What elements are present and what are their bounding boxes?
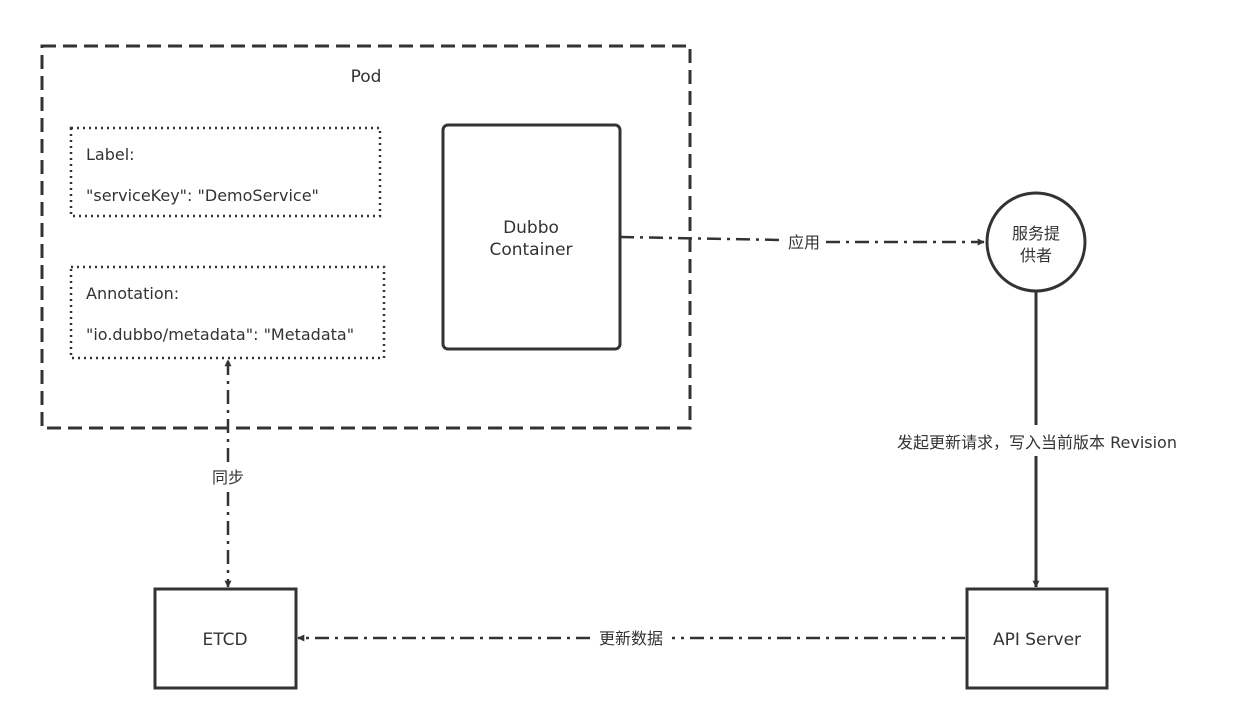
dubbo-container-label-line2: Container bbox=[489, 240, 572, 260]
dubbo-container-node: Dubbo Container bbox=[441, 123, 622, 351]
edge-apply-label: 应用 bbox=[788, 233, 820, 252]
edge-sync-label: 同步 bbox=[212, 468, 244, 487]
api-server-node: API Server bbox=[965, 587, 1109, 690]
api-server-box[interactable] bbox=[965, 587, 1109, 690]
etcd-label: ETCD bbox=[202, 630, 247, 650]
pod-group: Pod bbox=[40, 44, 692, 430]
edge-request-label: 发起更新请求，写入当前版本 Revision bbox=[897, 433, 1177, 452]
annotation-value: "io.dubbo/metadata": "Metadata" bbox=[86, 325, 354, 344]
edge-request: 发起更新请求，写入当前版本 Revision bbox=[897, 291, 1177, 587]
service-provider-label-line2: 供者 bbox=[1020, 246, 1052, 265]
edge-apply: 应用 bbox=[619, 233, 984, 252]
label-heading: Label: bbox=[86, 145, 135, 164]
label-box-border[interactable] bbox=[69, 126, 382, 218]
dubbo-container-label-line1: Dubbo bbox=[503, 218, 559, 238]
etcd-node: ETCD bbox=[153, 587, 298, 690]
label-value: "serviceKey": "DemoService" bbox=[86, 186, 319, 205]
annotation-box: Annotation: "io.dubbo/metadata": "Metada… bbox=[69, 265, 386, 360]
edge-update-data-label: 更新数据 bbox=[599, 629, 663, 648]
edge-update-data: 更新数据 bbox=[298, 629, 965, 648]
edge-sync: 同步 bbox=[212, 359, 244, 588]
edge-apply-line[interactable] bbox=[619, 237, 984, 242]
api-server-label: API Server bbox=[993, 630, 1081, 650]
pod-title: Pod bbox=[351, 67, 382, 87]
label-box: Label: "serviceKey": "DemoService" bbox=[69, 126, 382, 218]
annotation-heading: Annotation: bbox=[86, 284, 179, 303]
annotation-box-border[interactable] bbox=[69, 265, 386, 360]
service-provider-label-line1: 服务提 bbox=[1012, 224, 1060, 243]
pod-boundary[interactable] bbox=[40, 44, 692, 430]
service-provider-node: 服务提 供者 bbox=[985, 191, 1087, 293]
